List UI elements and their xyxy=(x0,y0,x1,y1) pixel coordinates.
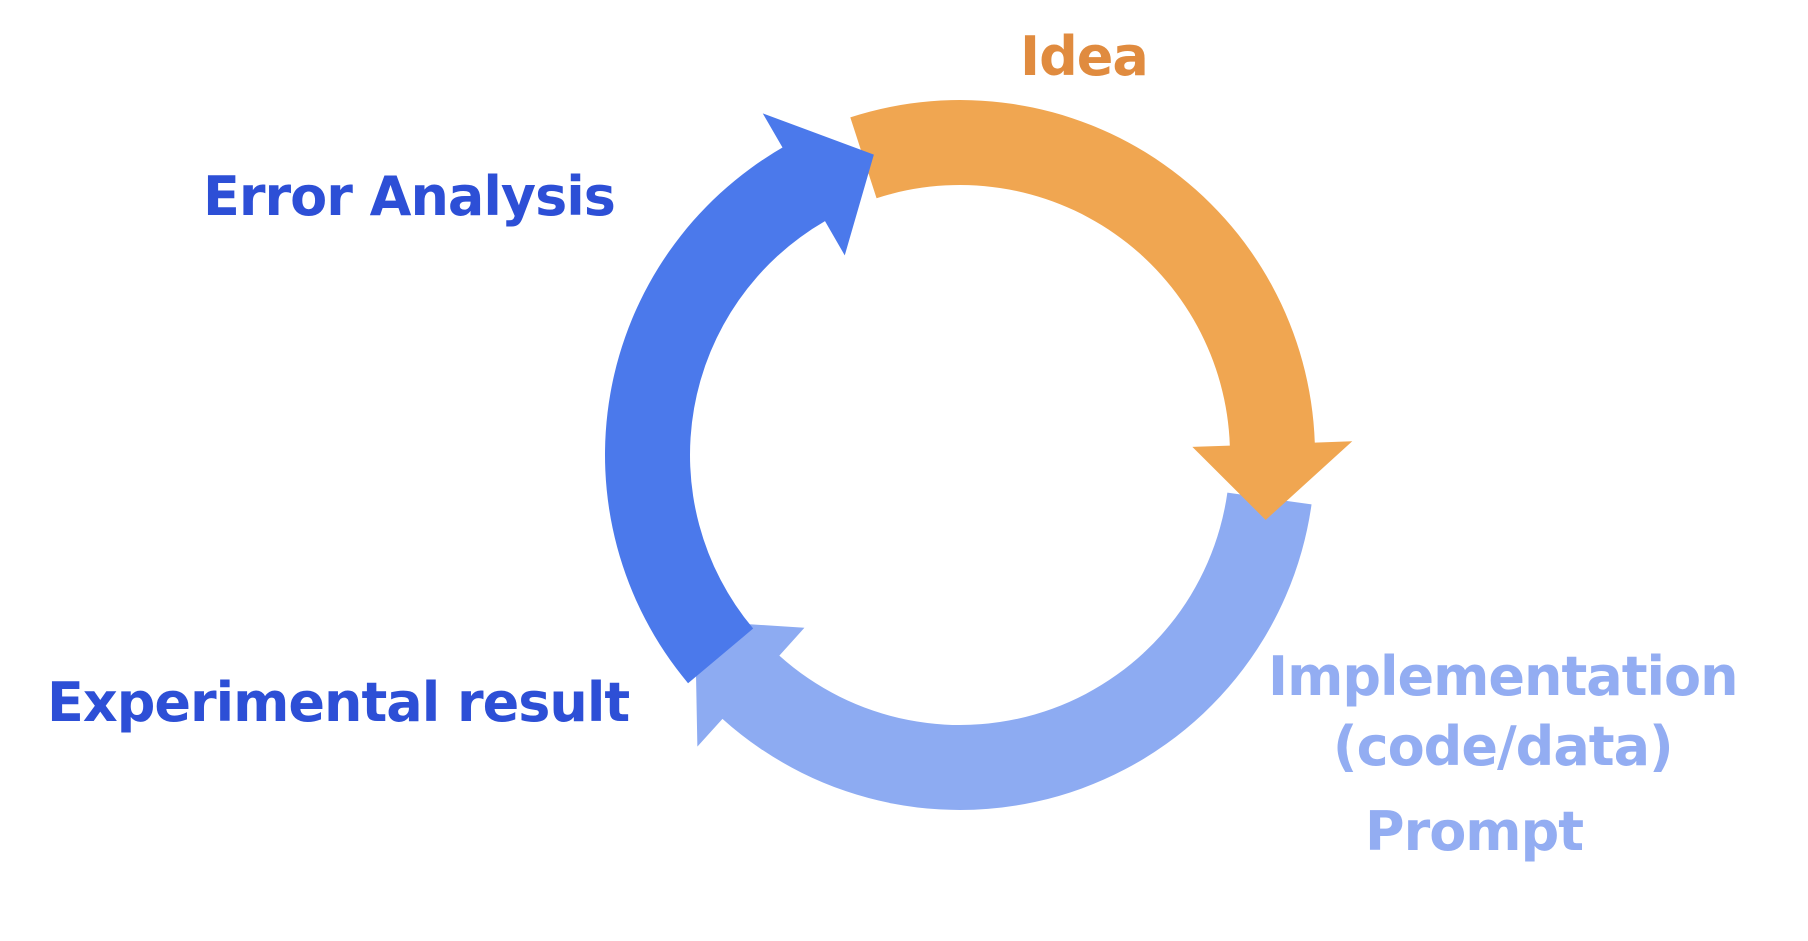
error-analysis-arrow xyxy=(605,113,874,684)
label-implementation: Implementation (code/data) xyxy=(1268,642,1739,782)
idea-arrow xyxy=(850,100,1353,520)
label-implementation-line1: Implementation xyxy=(1268,645,1739,708)
label-idea: Idea xyxy=(1020,25,1149,88)
implementation-arrow xyxy=(694,492,1312,810)
label-error-analysis: Error Analysis xyxy=(203,165,616,228)
label-experimental-result: Experimental result xyxy=(47,671,630,734)
label-implementation-line2: (code/data) xyxy=(1332,715,1674,778)
label-prompt: Prompt xyxy=(1365,800,1584,863)
